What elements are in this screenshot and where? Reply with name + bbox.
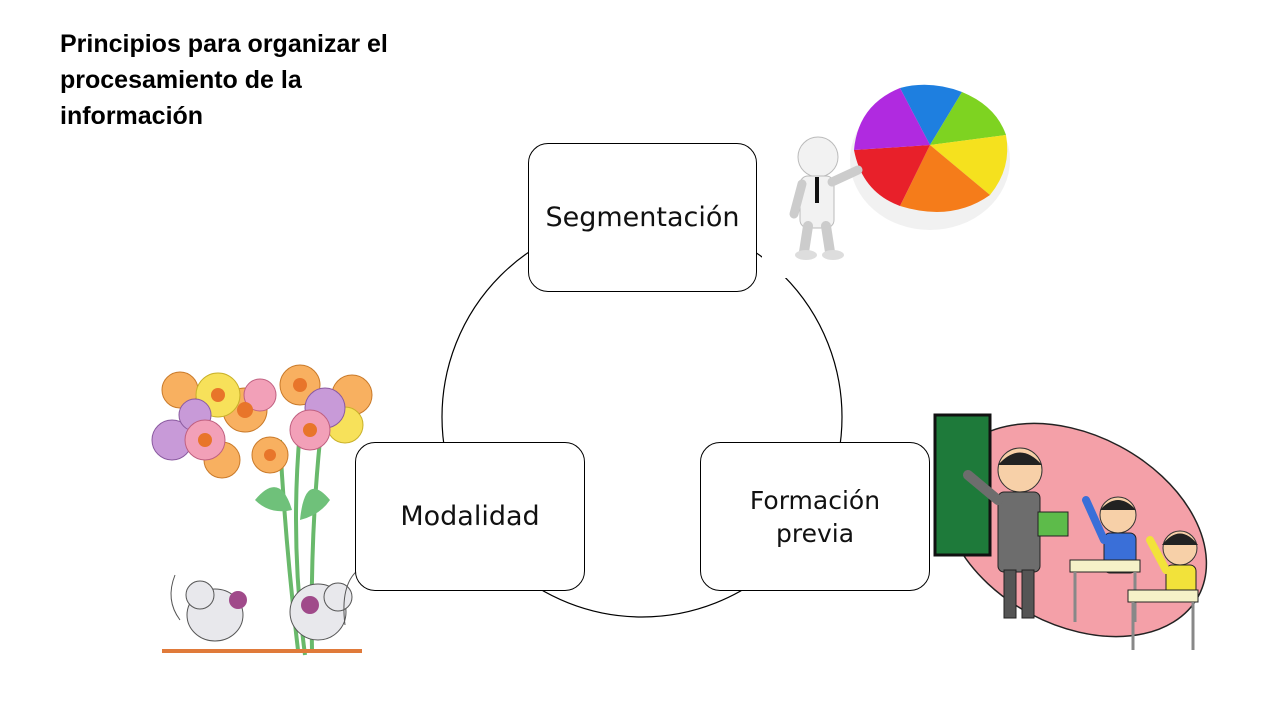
person-pie-chart-illustration [762,82,1032,278]
classroom-illustration [933,413,1208,650]
cycle-node-segmentacion: Segmentación [528,143,757,292]
flowers-mice-illustration [151,364,373,656]
cycle-node-modalidad: Modalidad [355,442,585,591]
cycle-node-label: Segmentación [545,202,740,233]
cycle-node-label: Formación previa [749,485,881,548]
cycle-node-label: Modalidad [400,501,540,532]
slide-title: Principios para organizar el procesamien… [60,30,388,130]
cycle-node-formacion-previa: Formación previa [700,442,930,591]
